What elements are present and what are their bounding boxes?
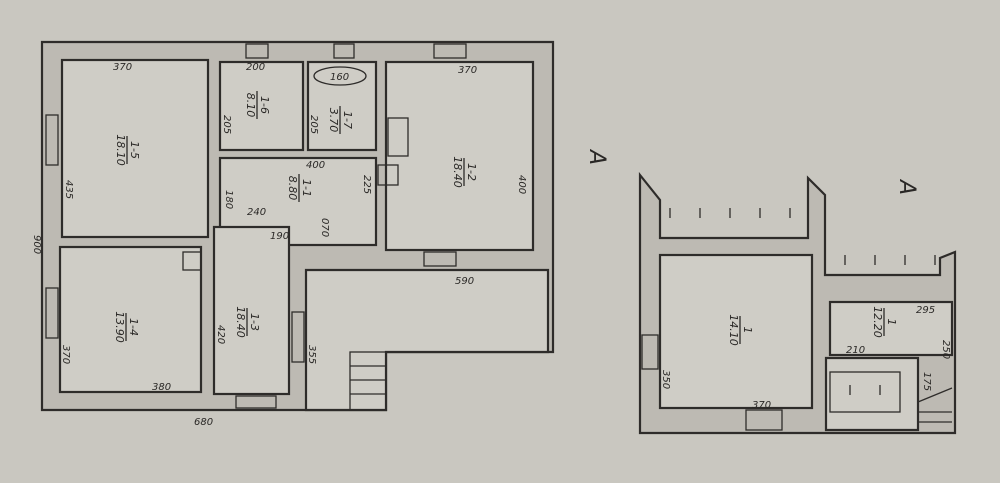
bathtub-icon <box>313 66 367 86</box>
window <box>641 334 659 370</box>
room-id: 1-4 <box>127 318 140 336</box>
room-1-3 <box>212 225 291 396</box>
veranda <box>304 268 550 412</box>
room-id: 1-6 <box>258 96 271 114</box>
room-area: 18.10 <box>114 134 127 166</box>
room-id: 1-3 <box>248 313 261 331</box>
dim: 240 <box>247 207 266 218</box>
adjacent-wall-hatching <box>669 208 936 395</box>
room-1-4 <box>58 245 203 394</box>
dim: 400 <box>306 160 325 171</box>
room-id: 1 <box>741 327 754 334</box>
room-1-14-10 <box>658 253 814 410</box>
dim: 370 <box>60 345 71 364</box>
dim: 200 <box>246 62 265 73</box>
dim: 350 <box>660 370 671 389</box>
stairs <box>917 387 953 423</box>
chimney-icon <box>182 251 202 271</box>
dim: 370 <box>113 62 132 73</box>
litera-mark: А <box>894 178 919 195</box>
dim: 900 <box>31 235 42 254</box>
room-id: 1-2 <box>465 163 478 181</box>
room-1-2 <box>384 60 535 252</box>
room-id: 1-1 <box>300 179 313 197</box>
dim: 370 <box>752 400 771 411</box>
room-area: 3.70 <box>327 108 340 133</box>
hall <box>824 356 920 432</box>
room-labels: 114.10 112.20 <box>727 306 898 346</box>
dim: 295 <box>916 305 935 316</box>
dim: 175 <box>921 372 932 391</box>
dim: 355 <box>306 345 317 364</box>
room-area: 12.20 <box>871 306 884 338</box>
room-id: 1 <box>885 319 898 326</box>
room-labels: 1-518.10 1-68.10 1-73.70 1-18.80 1-218.4… <box>113 91 478 343</box>
room-area: 8.10 <box>244 93 257 118</box>
room-area: 18.40 <box>234 306 247 338</box>
dim: 180 <box>223 190 234 209</box>
litera-mark: А <box>584 148 609 165</box>
dim: 070 <box>319 218 330 237</box>
room-area: 14.10 <box>727 314 740 346</box>
windows <box>45 43 467 409</box>
dim: 680 <box>194 417 213 428</box>
room-id: 1-5 <box>128 141 141 159</box>
dim: 205 <box>221 115 232 134</box>
dim: 380 <box>152 382 171 393</box>
second-floor-plan: 114.10 112.20 350 370 295 210 250 175 А <box>638 171 957 435</box>
room-area: 8.80 <box>286 176 299 201</box>
stairs <box>349 351 387 411</box>
room-area: 13.90 <box>113 311 126 343</box>
room-1-6 <box>218 60 305 152</box>
dim: 435 <box>63 180 74 199</box>
dimensions: 370 435 900 200 205 160 205 400 225 180 … <box>31 62 527 428</box>
dimensions: 350 370 295 210 250 175 <box>660 305 951 411</box>
dim: 210 <box>846 345 865 356</box>
room-1-12-20 <box>828 300 954 357</box>
storage-block <box>829 371 901 413</box>
stove-icon <box>387 117 409 157</box>
dim: 225 <box>361 175 372 194</box>
dim: 590 <box>455 276 474 287</box>
dim: 420 <box>215 325 226 344</box>
room-1-5 <box>60 58 210 239</box>
room-area: 18.40 <box>451 156 464 188</box>
dim: 160 <box>330 72 349 83</box>
window <box>745 409 783 431</box>
dim: 250 <box>940 340 951 359</box>
dim: 400 <box>516 175 527 194</box>
dim: 205 <box>308 115 319 134</box>
main-floor-plan: 1-518.10 1-68.10 1-73.70 1-18.80 1-218.4… <box>31 40 609 428</box>
dim: 190 <box>270 231 289 242</box>
dim: 370 <box>458 65 477 76</box>
room-id: 1-7 <box>341 111 354 129</box>
room-1-7 <box>306 60 378 152</box>
